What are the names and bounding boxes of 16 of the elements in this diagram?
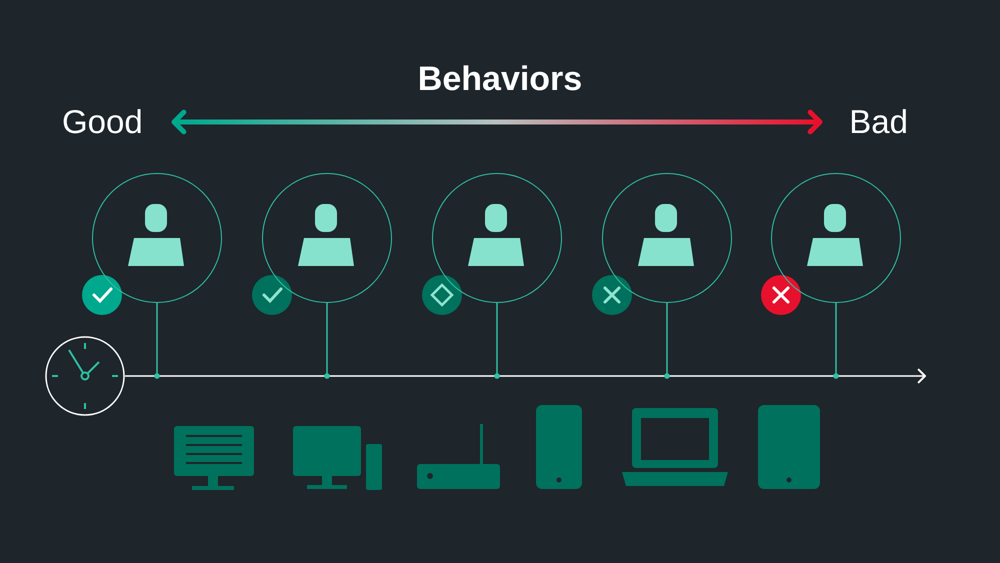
stem-line — [494, 303, 500, 379]
stem-line — [154, 303, 160, 379]
stem-line — [833, 303, 839, 379]
person-circle — [432, 173, 562, 303]
scale-label: Good — [62, 102, 144, 142]
timeline-arrow — [125, 368, 926, 384]
person-circle — [262, 173, 392, 303]
person-circle — [92, 173, 222, 303]
clock-icon — [45, 336, 125, 416]
person-circle — [602, 173, 732, 303]
stem-line — [664, 303, 670, 379]
scale-label: Bad — [848, 102, 908, 142]
stem-line — [324, 303, 330, 379]
title: Behaviors — [418, 60, 582, 98]
person-circle — [771, 173, 901, 303]
double-headed-arrow — [172, 110, 822, 134]
